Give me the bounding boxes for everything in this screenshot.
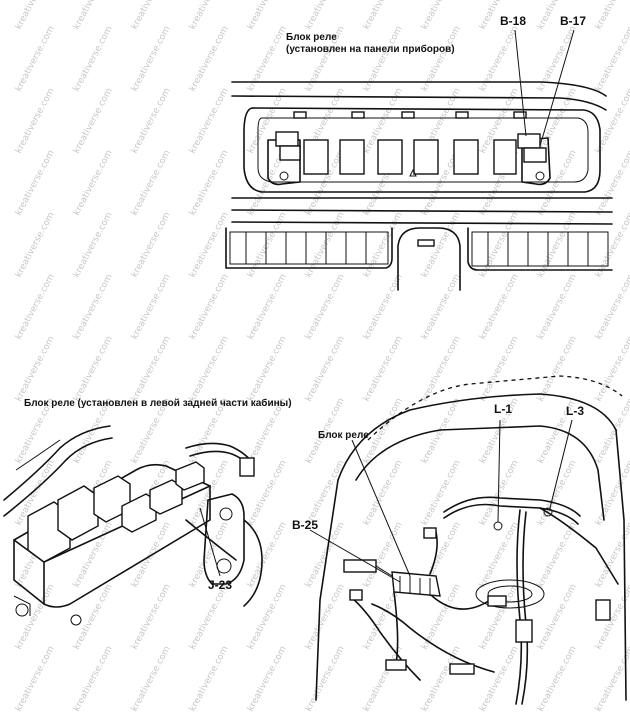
watermark-text: kreativerse.com bbox=[72, 583, 115, 652]
watermark-text: kreativerse.com bbox=[14, 335, 57, 404]
watermark-text: kreativerse.com bbox=[594, 273, 630, 342]
connector-label-j23: J-23 bbox=[208, 578, 233, 592]
watermark-text: kreativerse.com bbox=[246, 211, 289, 280]
watermark-text: kreativerse.com bbox=[304, 335, 347, 404]
top-caption-line2: (установлен на панели приборов) bbox=[286, 44, 455, 55]
watermark-text: kreativerse.com bbox=[362, 459, 405, 528]
watermark-text: kreativerse.com bbox=[72, 335, 115, 404]
watermark-text: kreativerse.com bbox=[420, 335, 463, 404]
watermark-text: kreativerse.com bbox=[420, 459, 463, 528]
watermark-text: kreativerse.com bbox=[14, 25, 57, 94]
watermark-text: kreativerse.com bbox=[536, 87, 579, 156]
watermark-text: kreativerse.com bbox=[536, 335, 579, 404]
watermark-text: kreativerse.com bbox=[72, 149, 115, 218]
watermark-text: kreativerse.com bbox=[14, 87, 57, 156]
watermark-text: kreativerse.com bbox=[536, 645, 579, 714]
watermark-text: kreativerse.com bbox=[246, 335, 289, 404]
watermark-text: kreativerse.com bbox=[188, 645, 231, 714]
watermark-text: kreativerse.com bbox=[188, 211, 231, 280]
watermark-text: kreativerse.com bbox=[246, 645, 289, 714]
watermark-text: kreativerse.com bbox=[594, 25, 630, 94]
bottom-right-caption: Блок реле bbox=[318, 430, 369, 441]
watermark-text: kreativerse.com bbox=[536, 211, 579, 280]
watermark-text: kreativerse.com bbox=[362, 25, 405, 94]
watermark-text: kreativerse.com bbox=[188, 583, 231, 652]
dashboard-relay-panel-drawing bbox=[225, 29, 613, 291]
watermark-text: kreativerse.com bbox=[594, 397, 630, 466]
watermark-text: kreativerse.com bbox=[246, 521, 289, 590]
watermark-text: kreativerse.com bbox=[14, 211, 57, 280]
watermark-text: kreativerse.com bbox=[478, 645, 521, 714]
watermark-text: kreativerse.com bbox=[304, 211, 347, 280]
watermark-text: kreativerse.com bbox=[188, 87, 231, 156]
watermark-text: kreativerse.com bbox=[478, 25, 521, 94]
watermark-text: kreativerse.com bbox=[420, 25, 463, 94]
watermark-text: kreativerse.com bbox=[478, 211, 521, 280]
watermark-text: kreativerse.com bbox=[130, 25, 173, 94]
watermark-text: kreativerse.com bbox=[14, 149, 57, 218]
watermark-text: kreativerse.com bbox=[72, 87, 115, 156]
watermark-text: kreativerse.com bbox=[14, 645, 57, 714]
watermark-text: kreativerse.com bbox=[478, 335, 521, 404]
watermark-text: kreativerse.com bbox=[246, 273, 289, 342]
watermark-text: kreativerse.com bbox=[478, 273, 521, 342]
bottom-left-caption: Блок реле (установлен в левой задней час… bbox=[24, 398, 292, 409]
top-caption-line1: Блок реле bbox=[286, 32, 337, 43]
rear-cabin-relay-box-drawing bbox=[3, 425, 263, 626]
watermark-text: kreativerse.com bbox=[536, 273, 579, 342]
connector-label-l1: L-1 bbox=[494, 402, 512, 416]
watermark-text: kreativerse.com bbox=[304, 645, 347, 714]
watermark-text: kreativerse.com bbox=[72, 211, 115, 280]
watermark-text: kreativerse.com bbox=[478, 521, 521, 590]
watermark-text: kreativerse.com bbox=[130, 211, 173, 280]
watermark-text: kreativerse.com bbox=[130, 583, 173, 652]
watermark-text: kreativerse.com bbox=[130, 273, 173, 342]
connector-label-b17: B-17 bbox=[560, 14, 587, 28]
watermark-text: kreativerse.com bbox=[362, 335, 405, 404]
watermark-text: kreativerse.com bbox=[594, 645, 630, 714]
watermark-text: kreativerse.com bbox=[536, 521, 579, 590]
watermark-text: kreativerse.com bbox=[594, 211, 630, 280]
watermark-text: kreativerse.com bbox=[536, 459, 579, 528]
connector-label-l3: L-3 bbox=[566, 404, 584, 418]
watermark-text: kreativerse.com bbox=[188, 273, 231, 342]
watermark-text: kreativerse.com bbox=[188, 149, 231, 218]
watermark-text: kreativerse.com bbox=[14, 273, 57, 342]
watermark-text: kreativerse.com bbox=[130, 335, 173, 404]
watermark-text: kreativerse.com bbox=[188, 25, 231, 94]
connector-label-b25: B-25 bbox=[292, 518, 319, 532]
watermark-text: kreativerse.com bbox=[246, 25, 289, 94]
watermark-text: kreativerse.com bbox=[14, 583, 57, 652]
watermark-text: kreativerse.com bbox=[304, 583, 347, 652]
watermark-text: kreativerse.com bbox=[130, 149, 173, 218]
watermark-text: kreativerse.com bbox=[536, 583, 579, 652]
watermark-text: kreativerse.com bbox=[130, 645, 173, 714]
watermark-text: kreativerse.com bbox=[594, 335, 630, 404]
watermark-text: kreativerse.com bbox=[72, 273, 115, 342]
connector-label-b18: B-18 bbox=[500, 14, 527, 28]
watermark-text: kreativerse.com bbox=[246, 583, 289, 652]
cabin-harness-drawing bbox=[309, 375, 627, 705]
watermark-text: kreativerse.com bbox=[72, 645, 115, 714]
watermark-text: kreativerse.com bbox=[188, 335, 231, 404]
watermark-text: kreativerse.com bbox=[594, 459, 630, 528]
watermark-text: kreativerse.com bbox=[420, 645, 463, 714]
watermark-text: kreativerse.com bbox=[130, 87, 173, 156]
watermark-text: kreativerse.com bbox=[594, 0, 630, 31]
watermark-text: kreativerse.com bbox=[478, 583, 521, 652]
watermark-text: kreativerse.com bbox=[72, 25, 115, 94]
watermark-text: kreativerse.com bbox=[420, 273, 463, 342]
watermark-text: kreativerse.com bbox=[304, 273, 347, 342]
